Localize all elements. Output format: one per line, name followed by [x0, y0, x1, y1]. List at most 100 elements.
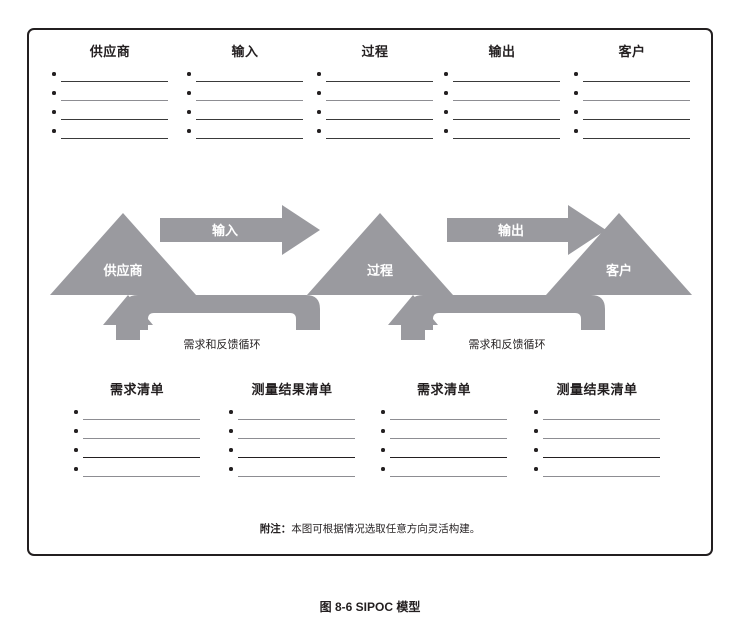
write-in-rule: [543, 438, 660, 440]
bullet-dot: [534, 467, 538, 471]
column-title: 输入: [231, 44, 259, 59]
write-in-rule: [61, 119, 168, 120]
column-title: 过程: [361, 44, 389, 59]
bullet-dot: [317, 91, 321, 95]
loop-left-label: 需求和反馈循环: [184, 338, 261, 351]
bullet-line[interactable]: [381, 406, 507, 425]
bullet-dot: [52, 91, 56, 95]
bullet-line[interactable]: [534, 444, 660, 463]
write-in-rule: [238, 419, 355, 421]
write-in-rule: [543, 476, 660, 478]
write-in-rule: [83, 438, 200, 440]
bullet-dot: [187, 110, 191, 114]
bullet-line[interactable]: [381, 425, 507, 444]
bullet-dot: [534, 410, 538, 414]
bullet-line[interactable]: [74, 406, 200, 425]
node-customer: 客户: [546, 213, 692, 295]
column-title: 测量结果清单: [556, 382, 638, 397]
bullet-dot: [574, 72, 578, 76]
figure-frame: 供应商 输入 过程 输出 客户: [27, 28, 713, 556]
bullet-dot: [187, 72, 191, 76]
bullet-line[interactable]: [317, 68, 433, 87]
bullet-line[interactable]: [534, 425, 660, 444]
bullet-line[interactable]: [52, 87, 168, 106]
bullet-dot: [229, 448, 233, 452]
bullet-line[interactable]: [52, 125, 168, 144]
write-in-rule: [196, 100, 303, 102]
output-arrow-label: 输出: [498, 223, 524, 238]
top-column-input: 输入: [187, 44, 303, 144]
bullet-dot: [444, 91, 448, 95]
bullet-line[interactable]: [381, 463, 507, 482]
bullet-line[interactable]: [229, 444, 355, 463]
output-arrow: 输出: [447, 205, 606, 255]
bullet-line[interactable]: [317, 125, 433, 144]
bullet-line[interactable]: [317, 87, 433, 106]
bullet-dot: [317, 72, 321, 76]
bullet-line[interactable]: [574, 68, 690, 87]
bullet-line[interactable]: [187, 106, 303, 125]
bottom-column-requirements-left: 需求清单: [74, 382, 200, 482]
column-title: 需求清单: [416, 382, 471, 397]
bullet-line[interactable]: [444, 106, 560, 125]
footnote-text: 本图可根据情况选取任意方向灵活构建。: [291, 523, 481, 535]
bullet-line[interactable]: [574, 87, 690, 106]
bullet-line[interactable]: [187, 68, 303, 87]
bullet-line[interactable]: [317, 106, 433, 125]
bullet-line[interactable]: [74, 444, 200, 463]
loop-left: 需求和反馈循环: [103, 295, 320, 351]
loop-right-arrowhead: [388, 295, 438, 325]
bullet-line[interactable]: [229, 406, 355, 425]
bullet-dot: [52, 110, 56, 114]
bullet-line[interactable]: [74, 463, 200, 482]
column-title: 供应商: [89, 44, 131, 59]
node-supplier: 供应商: [50, 213, 196, 295]
write-in-rule: [390, 419, 507, 421]
write-in-rule: [61, 100, 168, 102]
bullet-line[interactable]: [229, 425, 355, 444]
bullet-line[interactable]: [574, 106, 690, 125]
bullet-line[interactable]: [534, 463, 660, 482]
write-in-rule: [390, 476, 507, 478]
bullet-dot: [381, 410, 385, 414]
bullet-dot: [534, 429, 538, 433]
write-in-rule: [196, 119, 303, 120]
write-in-rule: [326, 119, 433, 120]
bullet-line[interactable]: [229, 463, 355, 482]
bottom-column-measures-left: 测量结果清单: [229, 382, 355, 482]
bullet-line[interactable]: [574, 125, 690, 144]
bullet-dot: [229, 410, 233, 414]
bullet-line[interactable]: [534, 406, 660, 425]
bullet-line[interactable]: [187, 125, 303, 144]
top-column-group: 供应商 输入 过程 输出 客户: [29, 30, 715, 175]
bullet-line[interactable]: [444, 68, 560, 87]
write-in-rule: [543, 419, 660, 421]
write-in-rule: [326, 138, 433, 139]
write-in-rule: [583, 81, 690, 82]
bullet-line[interactable]: [381, 444, 507, 463]
bullet-dot: [444, 72, 448, 76]
write-in-rule: [238, 476, 355, 478]
bullet-line[interactable]: [187, 87, 303, 106]
bullet-line[interactable]: [444, 125, 560, 144]
node-process: 过程: [307, 213, 453, 295]
bullet-dot: [381, 429, 385, 433]
column-title: 测量结果清单: [251, 382, 333, 397]
bullet-dot: [187, 129, 191, 133]
write-in-rule: [453, 119, 560, 120]
write-in-rule: [83, 419, 200, 421]
bullet-dot: [534, 448, 538, 452]
loop-left-arrowhead: [103, 295, 153, 325]
write-in-rule: [326, 81, 433, 82]
write-in-rule: [543, 457, 660, 459]
sipoc-flow-diagram: 需求和反馈循环 需求和反馈循环 输入 输出 供应商 过程: [50, 205, 692, 351]
bottom-column-measures-right: 测量结果清单: [534, 382, 660, 482]
bullet-dot: [74, 467, 78, 471]
write-in-rule: [390, 457, 507, 459]
bullet-line[interactable]: [74, 425, 200, 444]
bullet-line[interactable]: [444, 87, 560, 106]
bullet-dot: [229, 467, 233, 471]
bullet-line[interactable]: [52, 68, 168, 87]
bullet-dot: [444, 110, 448, 114]
bullet-line[interactable]: [52, 106, 168, 125]
